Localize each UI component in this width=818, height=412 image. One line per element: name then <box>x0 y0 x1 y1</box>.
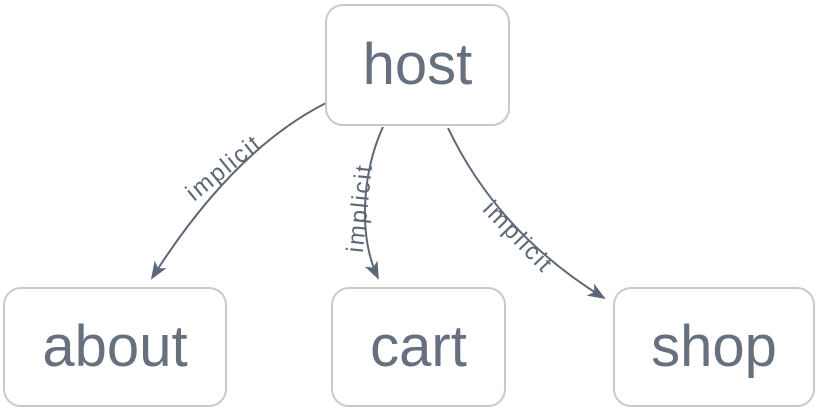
edge-host-about <box>150 102 327 280</box>
edge-host-cart <box>363 126 384 280</box>
node-cart[interactable]: cart <box>331 287 506 407</box>
node-shop[interactable]: shop <box>613 287 815 407</box>
node-label: shop <box>651 314 777 379</box>
edge-host-shop <box>447 127 606 300</box>
node-label: host <box>362 32 473 97</box>
edge-label-host-shop: implicit <box>477 195 558 278</box>
node-label: about <box>42 314 188 379</box>
node-label: cart <box>370 314 467 379</box>
node-about[interactable]: about <box>3 287 227 407</box>
node-host[interactable]: host <box>325 4 510 126</box>
edge-label-host-about: implicit <box>181 129 267 206</box>
edge-label-host-cart: implicit <box>342 162 378 254</box>
